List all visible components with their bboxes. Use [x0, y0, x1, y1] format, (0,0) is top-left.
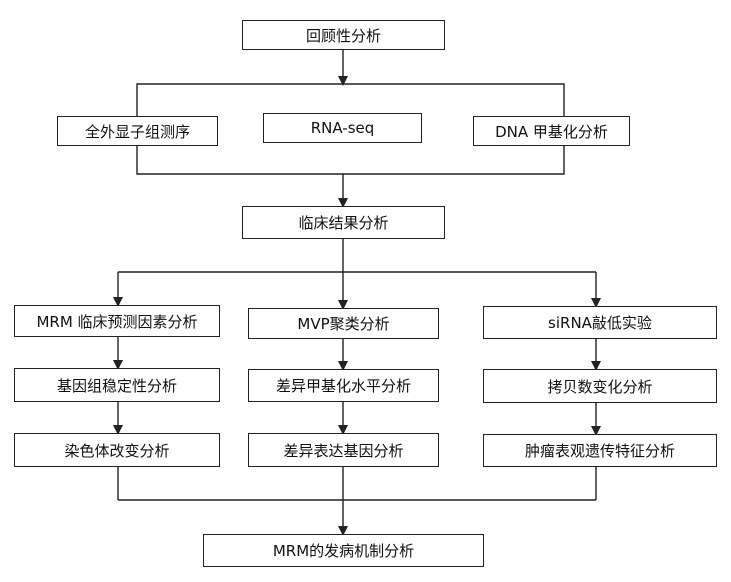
sequencing-bracket-top — [136, 83, 565, 116]
node-sirna-knockdown: siRNA敲低实验 — [483, 306, 717, 339]
node-tumor-epigenetics: 肿瘤表观遗传特征分析 — [483, 434, 717, 467]
node-rna-seq: RNA-seq — [263, 113, 422, 143]
node-whole-exome-sequencing: 全外显子组测序 — [57, 116, 218, 146]
node-mrm-pathogenesis: MRM的发病机制分析 — [203, 534, 484, 567]
node-chromosome-changes: 染色体改变分析 — [14, 433, 220, 467]
node-copy-number: 拷贝数变化分析 — [483, 369, 717, 403]
sequencing-bracket-bottom — [136, 146, 565, 175]
node-clinical-results: 临床结果分析 — [242, 206, 445, 239]
node-mrm-clinical-predictors: MRM 临床预测因素分析 — [14, 305, 220, 337]
node-genome-stability: 基因组稳定性分析 — [14, 368, 220, 402]
node-differential-methylation: 差异甲基化水平分析 — [248, 369, 439, 402]
node-dna-methylation: DNA 甲基化分析 — [473, 116, 630, 146]
node-retrospective-analysis: 回顾性分析 — [242, 20, 445, 50]
node-mvp-clustering: MVP聚类分析 — [248, 308, 439, 339]
node-differential-expression: 差异表达基因分析 — [248, 433, 439, 467]
